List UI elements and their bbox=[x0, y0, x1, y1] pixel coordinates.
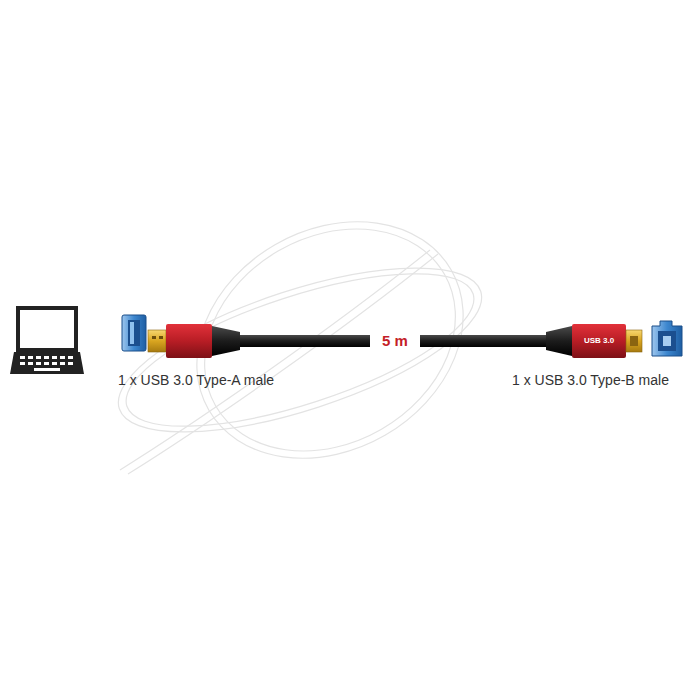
laptop-icon bbox=[10, 308, 84, 374]
port-label: 1 x USB 3.0 Type-B male bbox=[512, 373, 669, 388]
usb-a-port bbox=[122, 315, 146, 351]
usb-b-port bbox=[652, 321, 682, 356]
cable bbox=[420, 335, 546, 347]
usb-a-plug: ​ bbox=[148, 324, 240, 358]
usb-b-plug bbox=[546, 324, 642, 358]
length-label: 5 m bbox=[382, 333, 408, 350]
port-label: 1 x USB 3.0 Type-A male bbox=[118, 373, 274, 388]
svg-text:​: ​ bbox=[176, 326, 177, 331]
connector-print: USB 3.0 bbox=[584, 337, 614, 346]
cable bbox=[240, 335, 370, 347]
